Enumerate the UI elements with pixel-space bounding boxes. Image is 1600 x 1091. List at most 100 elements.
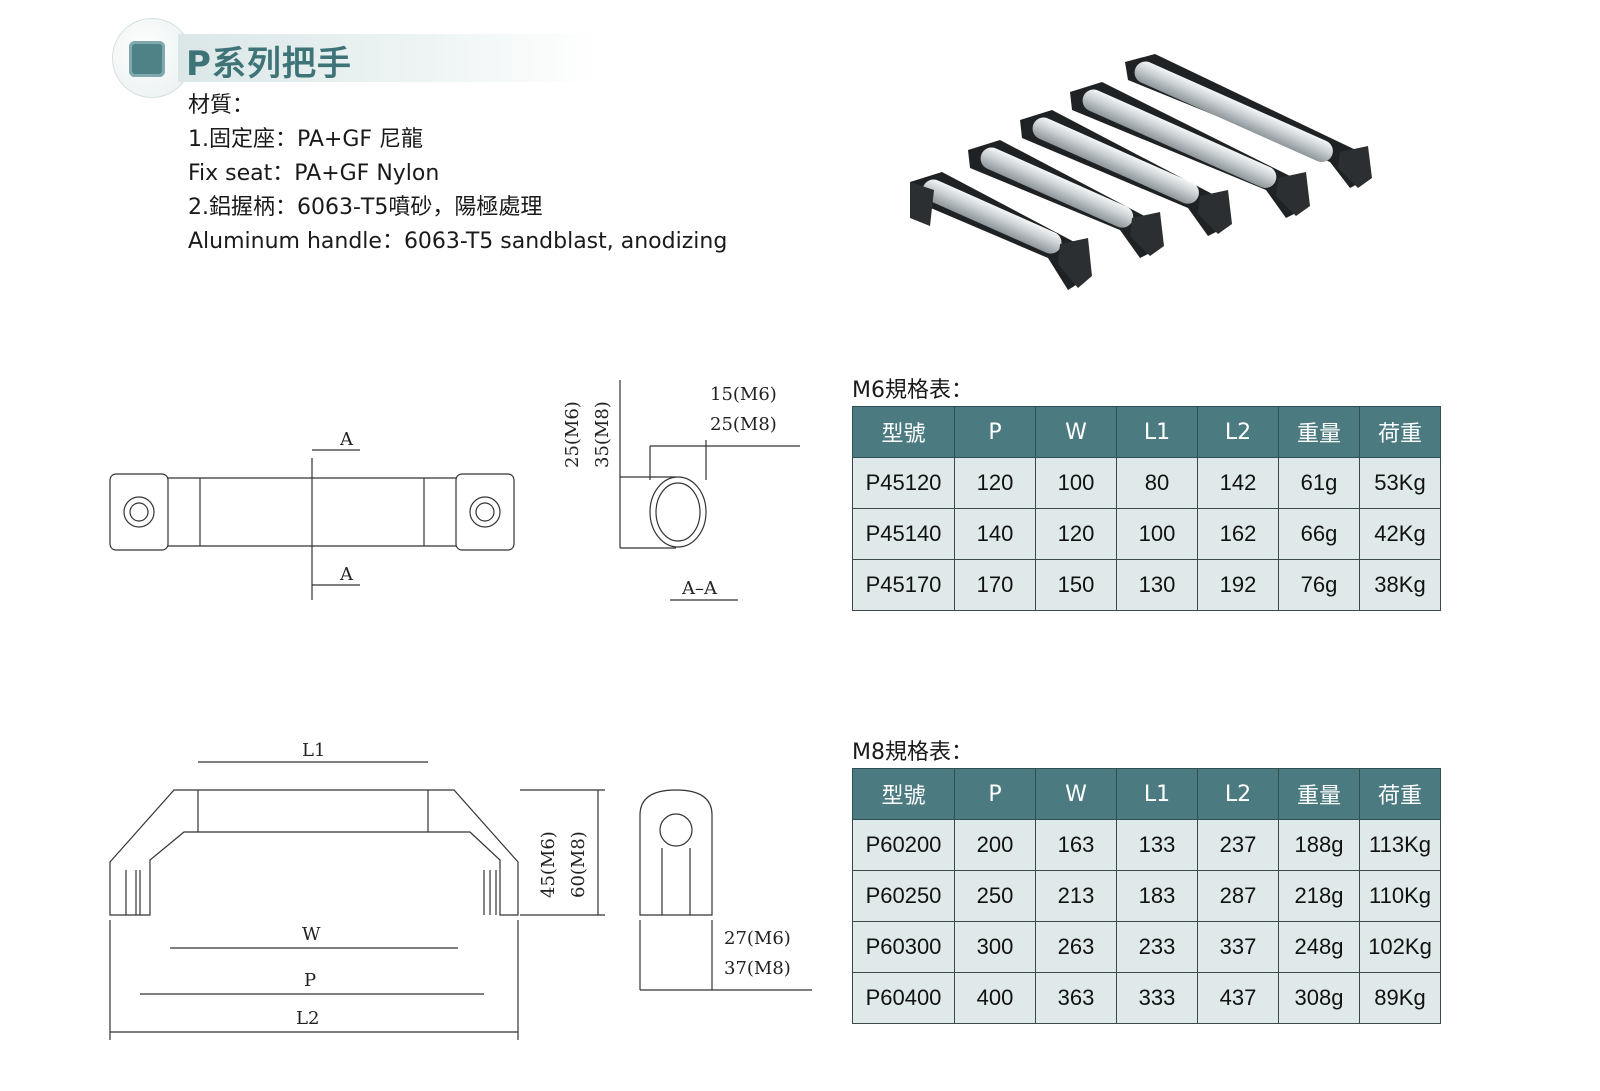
front-view-drawing: [109, 761, 605, 1040]
product-photo: [910, 54, 1372, 290]
cell-l2: 237: [1197, 819, 1279, 871]
cell-l1: 100: [1116, 508, 1198, 560]
section-mark-bottom: A: [339, 564, 354, 585]
table-row: P60300 300 263 233 337 248g 102Kg: [852, 921, 1441, 973]
cell-w: 120: [1035, 508, 1117, 560]
side-view-drawing: [639, 789, 812, 991]
cell-model: P45170: [852, 559, 955, 611]
handle-photo-4: [968, 140, 1164, 258]
cell-w: 150: [1035, 559, 1117, 611]
cell-p: 300: [954, 921, 1036, 973]
header-model: 型號: [852, 768, 955, 820]
dim-37-m8: 37(M8): [724, 958, 791, 979]
cell-weight: 248g: [1278, 921, 1360, 973]
cell-load: 53Kg: [1359, 457, 1441, 509]
dim-l2: L2: [296, 1008, 319, 1029]
m8-spec-table: 型號 P W L1 L2 重量 荷重 P60200 200 163 133 23…: [852, 768, 1441, 1024]
cell-l1: 133: [1116, 819, 1198, 871]
header-p: P: [954, 768, 1036, 820]
cell-p: 140: [954, 508, 1036, 560]
table-row: P60200 200 163 133 237 188g 113Kg: [852, 819, 1441, 871]
cell-weight: 66g: [1278, 508, 1360, 560]
dim-15-m6: 15(M6): [710, 384, 777, 405]
header-load: 荷重: [1359, 768, 1441, 820]
handle-photo-2: [1070, 82, 1310, 218]
table-row: P45170 170 150 130 192 76g 38Kg: [852, 559, 1441, 611]
header-weight: 重量: [1278, 406, 1360, 458]
dim-w: W: [302, 924, 321, 945]
title-bar: [178, 34, 598, 82]
header-w: W: [1035, 406, 1117, 458]
cell-p: 120: [954, 457, 1036, 509]
page-title: P系列把手: [186, 44, 352, 84]
cell-model: P60300: [852, 921, 955, 973]
cell-w: 363: [1035, 972, 1117, 1024]
m8-table-label: M8規格表：: [852, 740, 973, 765]
cell-l1: 233: [1116, 921, 1198, 973]
header-l1: L1: [1116, 406, 1198, 458]
cell-weight: 308g: [1278, 972, 1360, 1024]
cell-l1: 333: [1116, 972, 1198, 1024]
section-label: A–A: [681, 578, 718, 599]
header-l1: L1: [1116, 768, 1198, 820]
cell-p: 400: [954, 972, 1036, 1024]
dim-25-m8: 25(M8): [710, 414, 777, 435]
cell-l2: 192: [1197, 559, 1279, 611]
header-l2: L2: [1197, 406, 1279, 458]
material-specs: 材質： 1.固定座：PA+GF 尼龍 Fix seat：PA+GF Nylon …: [188, 89, 727, 259]
cell-w: 263: [1035, 921, 1117, 973]
spec-line-4: Aluminum handle：6063-T5 sandblast, anodi…: [188, 229, 728, 254]
cell-load: 113Kg: [1359, 819, 1441, 871]
cell-l2: 337: [1197, 921, 1279, 973]
cell-w: 163: [1035, 819, 1117, 871]
spec-line-2: Fix seat：PA+GF Nylon: [188, 161, 440, 186]
cell-weight: 188g: [1278, 819, 1360, 871]
cell-load: 102Kg: [1359, 921, 1441, 973]
cell-l1: 80: [1116, 457, 1198, 509]
header-weight: 重量: [1278, 768, 1360, 820]
table-row: P45120 120 100 80 142 61g 53Kg: [852, 457, 1441, 509]
dim-60-m8: 60(M8): [568, 831, 589, 898]
cell-load: 38Kg: [1359, 559, 1441, 611]
cell-model: P45120: [852, 457, 955, 509]
cell-p: 170: [954, 559, 1036, 611]
table-row: P45140 140 120 100 162 66g 42Kg: [852, 508, 1441, 560]
cell-weight: 218g: [1278, 870, 1360, 922]
spec-line-3: 2.鋁握柄：6063-T5噴砂，陽極處理: [188, 195, 543, 220]
handle-photo-3: [1020, 110, 1232, 236]
material-label: 材質：: [188, 93, 255, 118]
cell-load: 89Kg: [1359, 972, 1441, 1024]
cell-load: 42Kg: [1359, 508, 1441, 560]
table-row: P60400 400 363 333 437 308g 89Kg: [852, 972, 1441, 1024]
header-p: P: [954, 406, 1036, 458]
dim-p: P: [304, 970, 316, 991]
cell-model: P60200: [852, 819, 955, 871]
cell-l2: 142: [1197, 457, 1279, 509]
handle-photo-5: [910, 172, 1092, 290]
header-model: 型號: [852, 406, 955, 458]
cell-load: 110Kg: [1359, 870, 1441, 922]
spec-line-1: 1.固定座：PA+GF 尼龍: [188, 127, 424, 152]
cell-w: 213: [1035, 870, 1117, 922]
cell-weight: 76g: [1278, 559, 1360, 611]
top-view-drawing: [109, 449, 515, 600]
header-l2: L2: [1197, 768, 1279, 820]
cell-model: P45140: [852, 508, 955, 560]
m6-spec-table: 型號 P W L1 L2 重量 荷重 P45120 120 100 80 142…: [852, 406, 1441, 611]
cell-model: P60250: [852, 870, 955, 922]
cell-model: P60400: [852, 972, 955, 1024]
cell-p: 250: [954, 870, 1036, 922]
dim-l1: L1: [302, 740, 325, 761]
cell-weight: 61g: [1278, 457, 1360, 509]
dim-25-m6-vertical: 25(M6): [562, 401, 583, 468]
cell-l2: 162: [1197, 508, 1279, 560]
cell-p: 200: [954, 819, 1036, 871]
cell-l2: 287: [1197, 870, 1279, 922]
dim-45-m6: 45(M6): [538, 831, 559, 898]
cell-l1: 130: [1116, 559, 1198, 611]
header-load: 荷重: [1359, 406, 1441, 458]
handle-photo-1: [1125, 54, 1372, 188]
cell-w: 100: [1035, 457, 1117, 509]
cell-l1: 183: [1116, 870, 1198, 922]
